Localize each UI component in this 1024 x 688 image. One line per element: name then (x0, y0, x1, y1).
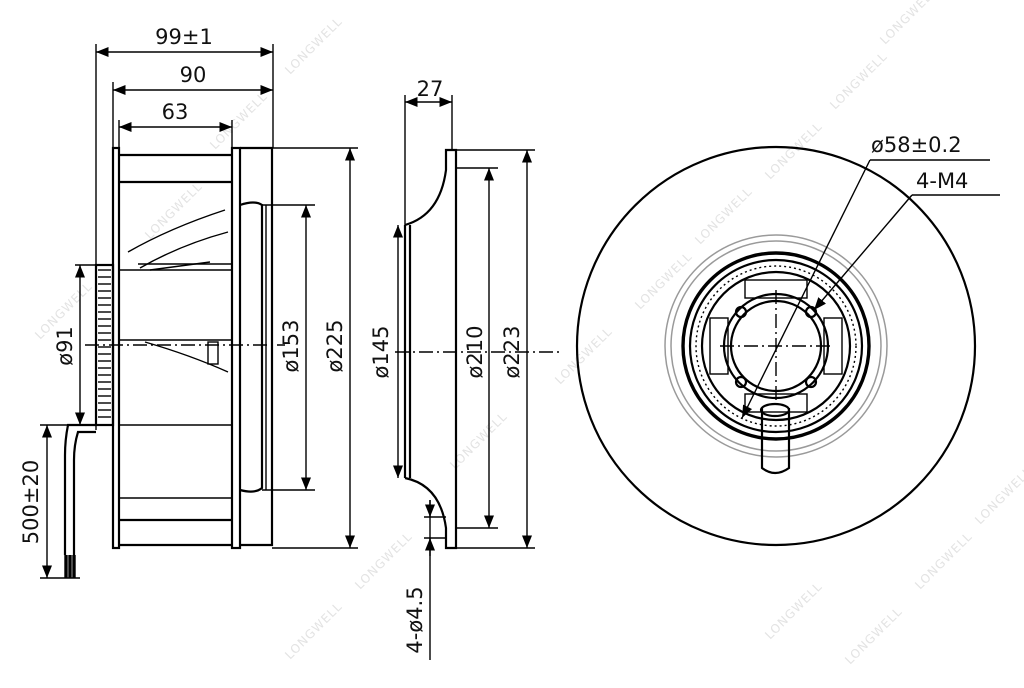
impeller-length-label: 63 (162, 100, 189, 124)
inlet-ring-view: 27 ø145 ø210 ø223 4-ø4.5 (369, 77, 560, 660)
hub-diameter-label: ø91 (53, 326, 77, 366)
watermark: LONGWELL (552, 324, 615, 387)
watermark: LONGWELL (912, 529, 975, 592)
overall-length-label: 99±1 (155, 25, 213, 49)
inlet-ring-diameter-label: ø145 (369, 326, 393, 379)
motor-fins (98, 269, 111, 418)
impeller-outer-diameter-label: ø225 (323, 320, 347, 373)
inlet-inner-diameter-label: ø153 (279, 320, 303, 373)
watermark: LONGWELL (842, 604, 905, 667)
watermark: LONGWELL (827, 49, 890, 112)
watermark: LONGWELL (692, 184, 755, 247)
body-length-label: 90 (180, 63, 207, 87)
flange-outer-diameter-label: ø223 (500, 326, 524, 379)
watermark: LONGWELL (972, 464, 1024, 527)
watermark: LONGWELL (207, 89, 270, 152)
watermark: LONGWELL (282, 14, 345, 77)
flange-width-label: 27 (417, 77, 444, 101)
mounting-circle-diameter-label: ø210 (463, 326, 487, 379)
watermark: LONGWELL (762, 579, 825, 642)
watermark: LONGWELL (877, 0, 940, 47)
center-bore-label: ø58±0.2 (871, 133, 962, 157)
front-view: ø58±0.2 4-M4 (575, 133, 1000, 547)
cable-length-label: 500±20 (19, 460, 43, 544)
side-view: 99±1 90 63 (19, 25, 358, 579)
thread-holes-label: 4-M4 (916, 169, 968, 193)
watermark: LONGWELL (142, 179, 205, 242)
mounting-holes-label: 4-ø4.5 (403, 586, 427, 653)
watermark: LONGWELL (282, 599, 345, 662)
watermark: LONGWELL (352, 529, 415, 592)
